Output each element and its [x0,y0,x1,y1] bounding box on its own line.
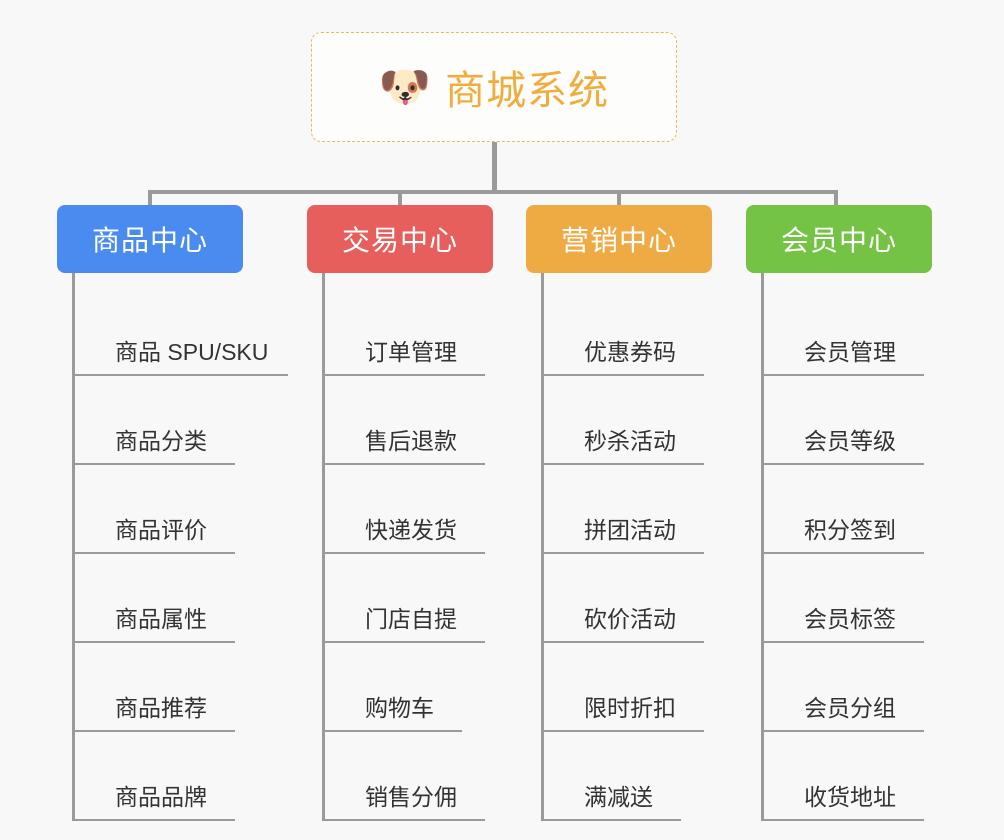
leaf-rule [325,730,462,732]
list-item[interactable]: 商品 SPU/SKU [75,287,288,376]
list-item-label: 会员标签 [804,606,896,632]
category-column-3: 营销中心 优惠券码 秒杀活动 拼团活动 砍价活动 限时折扣 [526,205,726,821]
list-item[interactable]: 拼团活动 [544,465,726,554]
connector-horizontal-bus [148,190,838,194]
list-item[interactable]: 快递发货 [325,465,507,554]
shiba-dog-face-icon: 🐶 [378,63,432,110]
list-item[interactable]: 满减送 [544,732,726,821]
category-header-4[interactable]: 会员中心 [746,205,932,273]
category-column-4: 会员中心 会员管理 会员等级 积分签到 会员标签 会员分组 [746,205,946,821]
list-item-label: 积分签到 [804,517,896,543]
leaf-rule [75,819,235,821]
category-header-label: 会员中心 [780,225,897,256]
leaf-rule [325,374,485,376]
category-header-label: 营销中心 [560,225,677,256]
list-item-label: 会员等级 [804,428,896,454]
list-item[interactable]: 购物车 [325,643,507,732]
list-item[interactable]: 秒杀活动 [544,376,726,465]
leaf-rule [325,552,485,554]
list-item-label: 商品 SPU/SKU [115,339,269,365]
leaf-rule [325,641,485,643]
leaf-rule [544,463,704,465]
category-header-2[interactable]: 交易中心 [307,205,493,273]
leaf-rule [764,730,924,732]
root-node[interactable]: 🐶 商城系统 [311,32,677,142]
leaf-rule [764,552,924,554]
list-item[interactable]: 积分签到 [764,465,946,554]
list-item[interactable]: 销售分佣 [325,732,507,821]
root-title: 商城系统 [445,69,610,113]
connector-drop-3 [617,190,621,206]
list-item[interactable]: 订单管理 [325,287,507,376]
list-item-label: 秒杀活动 [584,428,676,454]
category-header-3[interactable]: 营销中心 [526,205,712,273]
leaf-list-3: 优惠券码 秒杀活动 拼团活动 砍价活动 限时折扣 满减送 [541,273,726,821]
leaf-rule [75,552,235,554]
list-item[interactable]: 砍价活动 [544,554,726,643]
list-item[interactable]: 售后退款 [325,376,507,465]
list-item-label: 商品属性 [115,606,207,632]
category-column-2: 交易中心 订单管理 售后退款 快递发货 门店自提 购物车 [307,205,507,821]
list-item[interactable]: 会员管理 [764,287,946,376]
leaf-rule [764,819,924,821]
leaf-rule [325,819,485,821]
list-item[interactable]: 收货地址 [764,732,946,821]
category-column-1: 商品中心 商品 SPU/SKU 商品分类 商品评价 商品属性 商品推荐 [57,205,288,821]
list-item-label: 商品分类 [115,428,207,454]
leaf-rule [544,374,704,376]
list-item[interactable]: 会员标签 [764,554,946,643]
leaf-rule [544,819,681,821]
list-item-label: 限时折扣 [584,695,676,721]
connector-drop-2 [398,190,402,206]
leaf-rule [75,730,235,732]
list-item-label: 满减送 [584,784,653,810]
list-item-label: 会员分组 [804,695,896,721]
leaf-rule [544,641,704,643]
leaf-list-4: 会员管理 会员等级 积分签到 会员标签 会员分组 收货地址 [761,273,946,821]
list-item-label: 商品评价 [115,517,207,543]
leaf-rule [764,641,924,643]
leaf-list-2: 订单管理 售后退款 快递发货 门店自提 购物车 销售分佣 [322,273,507,821]
list-item-label: 商品推荐 [115,695,207,721]
list-item-label: 销售分佣 [365,784,457,810]
list-item[interactable]: 会员等级 [764,376,946,465]
list-item[interactable]: 商品推荐 [75,643,257,732]
list-item-label: 会员管理 [804,339,896,365]
list-item-label: 门店自提 [365,606,457,632]
list-item-label: 砍价活动 [584,606,676,632]
connector-drop-4 [834,190,838,206]
leaf-rule [764,463,924,465]
list-item-label: 收货地址 [804,784,896,810]
category-header-1[interactable]: 商品中心 [57,205,243,273]
list-item[interactable]: 限时折扣 [544,643,726,732]
list-item-label: 拼团活动 [584,517,676,543]
list-item[interactable]: 商品属性 [75,554,257,643]
connector-drop-1 [148,190,152,206]
leaf-rule [544,730,704,732]
leaf-rule [325,463,485,465]
leaf-rule [544,552,704,554]
list-item[interactable]: 商品分类 [75,376,257,465]
list-item-label: 售后退款 [365,428,457,454]
leaf-rule [764,374,924,376]
connector-root-stem [492,142,497,194]
list-item-label: 快递发货 [365,517,457,543]
category-header-label: 商品中心 [91,225,208,256]
category-header-label: 交易中心 [341,225,458,256]
list-item[interactable]: 会员分组 [764,643,946,732]
leaf-rule [75,374,288,376]
list-item-label: 订单管理 [365,339,457,365]
list-item[interactable]: 优惠券码 [544,287,726,376]
leaf-rule [75,463,235,465]
list-item[interactable]: 商品评价 [75,465,257,554]
list-item-label: 购物车 [365,695,434,721]
list-item[interactable]: 门店自提 [325,554,507,643]
list-item-label: 优惠券码 [584,339,676,365]
leaf-rule [75,641,235,643]
list-item-label: 商品品牌 [115,784,207,810]
list-item[interactable]: 商品品牌 [75,732,257,821]
leaf-list-1: 商品 SPU/SKU 商品分类 商品评价 商品属性 商品推荐 商品品牌 [72,273,288,821]
